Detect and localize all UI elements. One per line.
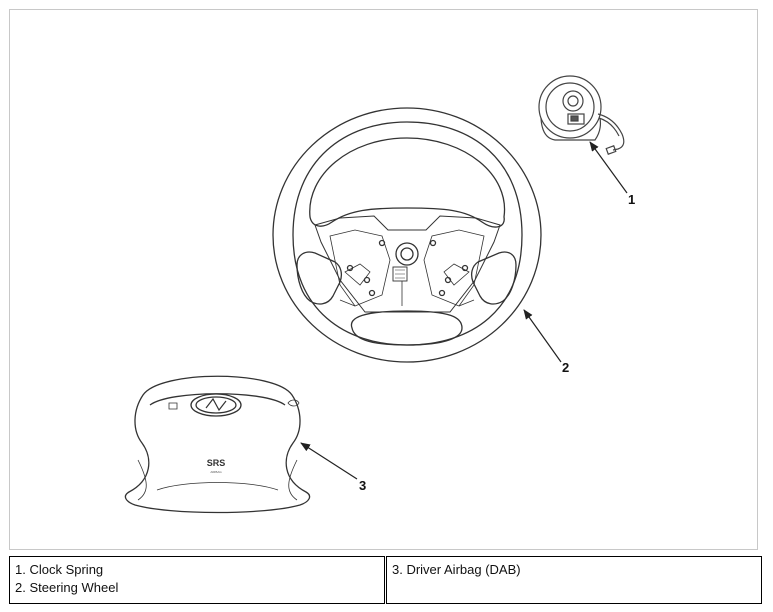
callout-2-number: 2	[562, 360, 569, 375]
driver-airbag-illustration	[124, 375, 311, 514]
legend-row: 1. Clock Spring 2. Steering Wheel 3. Dri…	[9, 556, 762, 604]
diagram-figure: SRS AIRBAG 1 2 3	[9, 9, 758, 550]
clock-spring-illustration	[538, 75, 625, 155]
steering-wheel-illustration	[272, 107, 542, 363]
callout-3-leader	[300, 442, 358, 480]
legend-item-steering-wheel: 2. Steering Wheel	[15, 580, 119, 595]
legend-item-clock-spring: 1. Clock Spring	[15, 562, 104, 577]
airbag-srs-sublabel: AIRBAG	[210, 470, 222, 474]
callout-1-leader	[589, 141, 628, 194]
callout-1-number: 1	[628, 192, 635, 207]
legend-cell-left: 1. Clock Spring 2. Steering Wheel	[9, 556, 387, 604]
parts-legend-table: 1. Clock Spring 2. Steering Wheel 3. Dri…	[9, 556, 762, 604]
callout-3-number: 3	[359, 478, 366, 493]
callout-2-leader	[523, 309, 562, 363]
legend-item-driver-airbag: 3. Driver Airbag (DAB)	[392, 562, 521, 577]
legend-cell-right: 3. Driver Airbag (DAB)	[385, 556, 762, 604]
airbag-srs-label: SRS	[207, 458, 226, 468]
diagram-canvas: SRS AIRBAG 1 2 3	[124, 75, 635, 514]
